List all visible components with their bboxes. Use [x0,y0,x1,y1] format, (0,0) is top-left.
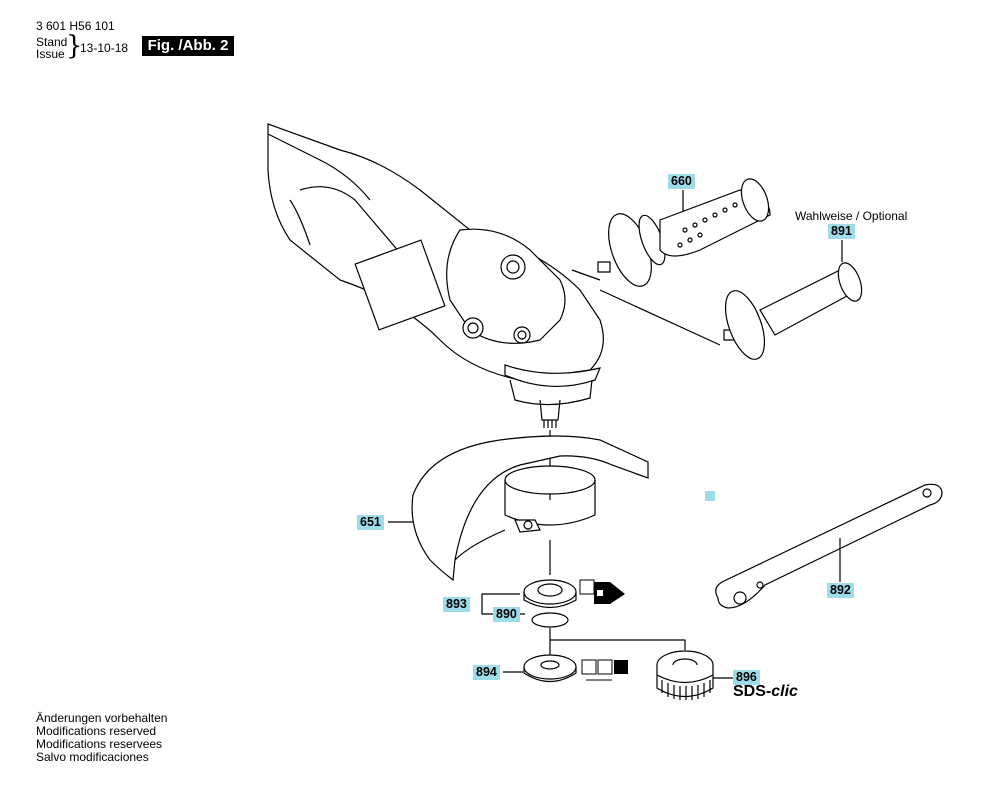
mounting-flange [523,579,577,609]
label-894: 894 [473,665,500,680]
quick-clamping-nut [656,650,714,700]
tool-symbol-nut [581,659,628,681]
part-number: 3 601 H56 101 [36,19,115,33]
label-660: 660 [668,174,695,189]
optional-note: Wahlweise / Optional [795,209,908,223]
label-893: 893 [443,597,470,612]
sds-clic-logo: SDS-clic [733,683,798,700]
o-ring [531,612,569,628]
label-891: 891 [828,224,855,239]
label-892: 892 [827,583,854,598]
note-de: Änderungen vorbehalten [36,711,168,725]
note-es: Salvo modificaciones [36,750,149,764]
note-en: Modifications reserved [36,724,157,738]
marker-square [705,491,715,501]
label-896: 896 [733,670,760,685]
note-fr: Modifications reservees [36,737,163,751]
tool-symbol-flange [579,579,625,604]
stand-label: Stand [36,35,68,49]
issue-date: 13-10-18 [80,41,129,55]
issue-label: Issue [36,47,65,61]
side-handle [723,262,863,360]
clamping-nut [523,654,577,683]
grinder-body [267,123,604,428]
two-pin-spanner [715,483,943,609]
label-651: 651 [357,515,384,530]
figure-badge: Fig. /Abb. 2 [142,36,234,56]
anti-vibration-handle [597,178,771,287]
brace-icon: } [66,31,83,61]
wheel-guard [411,435,649,582]
modification-notes: Änderungen vorbehalten Modifications res… [36,712,167,764]
label-890: 890 [493,607,520,622]
